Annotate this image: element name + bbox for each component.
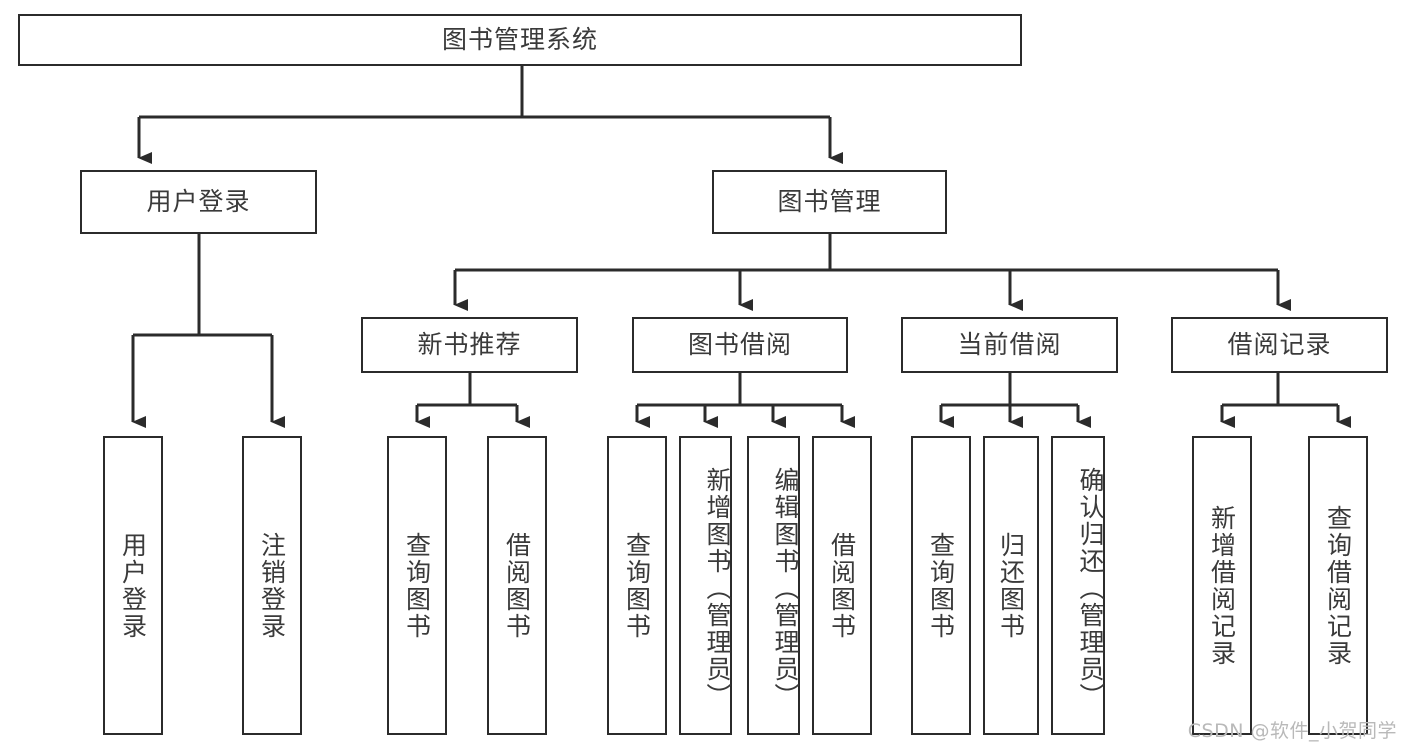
node-label: 图书管理系统 — [441, 25, 598, 55]
node-book-management-system[interactable]: 图书管理系统 — [18, 14, 1022, 66]
leaf-edit-book-admin[interactable]: 编辑图书（管理员） — [747, 436, 800, 735]
node-label: 归还图书 — [996, 531, 1026, 640]
node-book-management[interactable]: 图书管理 — [712, 170, 947, 234]
node-label: 新增图书（管理员） — [703, 467, 732, 710]
leaf-user-login[interactable]: 用户登录 — [103, 436, 163, 735]
leaf-add-borrow-record[interactable]: 新增借阅记录 — [1192, 436, 1252, 735]
leaf-borrow-book-recommend[interactable]: 借阅图书 — [487, 436, 547, 735]
node-label: 查询图书 — [622, 531, 652, 640]
node-borrow-record[interactable]: 借阅记录 — [1171, 317, 1388, 373]
leaf-confirm-return-admin[interactable]: 确认归还（管理员） — [1051, 436, 1105, 735]
node-label: 借阅图书 — [502, 531, 532, 640]
leaf-logout[interactable]: 注销登录 — [242, 436, 302, 735]
node-label: 用户登录 — [118, 531, 148, 640]
leaf-return-book[interactable]: 归还图书 — [983, 436, 1039, 735]
leaf-borrow-book[interactable]: 借阅图书 — [812, 436, 872, 735]
node-label: 查询图书 — [926, 531, 956, 640]
node-label: 图书管理 — [777, 187, 882, 217]
leaf-query-book-borrow[interactable]: 查询图书 — [607, 436, 667, 735]
node-book-borrow[interactable]: 图书借阅 — [632, 317, 848, 373]
node-label: 编辑图书（管理员） — [771, 467, 800, 710]
node-label: 新书推荐 — [417, 330, 522, 360]
node-label: 图书借阅 — [687, 330, 792, 360]
node-new-book-recommend[interactable]: 新书推荐 — [361, 317, 578, 373]
watermark-text: CSDN @软件_小贺同学 — [1187, 720, 1397, 742]
node-current-borrow[interactable]: 当前借阅 — [901, 317, 1118, 373]
node-label: 新增借阅记录 — [1207, 504, 1237, 667]
node-label: 查询图书 — [402, 531, 432, 640]
node-label: 查询借阅记录 — [1323, 504, 1353, 667]
leaf-query-book-recommend[interactable]: 查询图书 — [387, 436, 447, 735]
leaf-query-borrow-record[interactable]: 查询借阅记录 — [1308, 436, 1368, 735]
node-user-login[interactable]: 用户登录 — [80, 170, 317, 234]
leaf-query-book-current[interactable]: 查询图书 — [911, 436, 971, 735]
node-label: 用户登录 — [146, 187, 251, 217]
node-label: 借阅记录 — [1227, 330, 1332, 360]
node-label: 借阅图书 — [827, 531, 857, 640]
node-label: 注销登录 — [257, 531, 287, 640]
leaf-add-book-admin[interactable]: 新增图书（管理员） — [679, 436, 732, 735]
node-label: 当前借阅 — [957, 330, 1062, 360]
node-label: 确认归还（管理员） — [1076, 467, 1105, 710]
